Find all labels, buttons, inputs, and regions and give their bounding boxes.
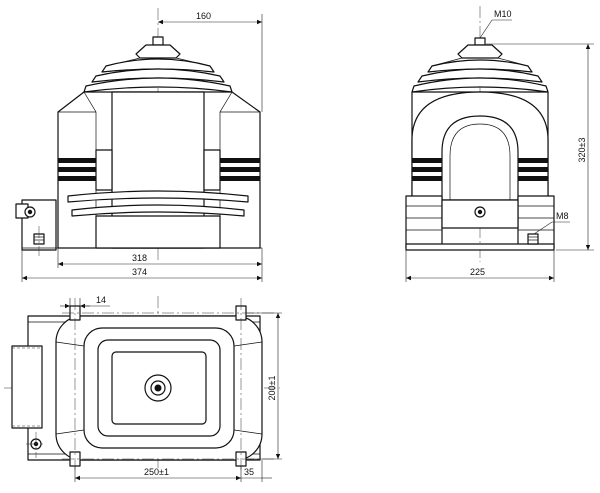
dim-374-label: 374 <box>132 267 147 277</box>
dim-320-label: 320±3 <box>577 138 587 163</box>
terminal-bolt-front <box>135 36 181 59</box>
dim-35-label: 35 <box>244 467 254 477</box>
dim-250: 250±1 <box>74 466 242 482</box>
base-front <box>15 199 262 256</box>
dim-160-label: 160 <box>196 11 211 21</box>
dim-200-label: 200±1 <box>267 376 277 401</box>
terminal-bolt-side <box>457 37 503 59</box>
arch-body-side <box>411 91 549 201</box>
dim-225: 225 <box>405 250 555 282</box>
core-bands-side <box>412 158 548 181</box>
core-bands-front <box>58 149 260 191</box>
dim-m10-label: M10 <box>494 9 512 19</box>
shed-stack-front <box>83 57 233 93</box>
mounting-slots-top <box>62 298 274 472</box>
ground-bolt-m8: M8 <box>527 211 570 245</box>
shed-stack-side <box>411 57 549 93</box>
side-view: M8 M10 320±3 225 <box>405 6 594 282</box>
dim-35: 35 <box>241 460 272 482</box>
dim-318: 318 <box>57 248 263 282</box>
dim-225-label: 225 <box>470 267 485 277</box>
dim-14: 14 <box>60 295 110 318</box>
dim-320: 320±3 <box>486 43 594 251</box>
ground-screw-top <box>26 432 46 458</box>
dim-14-label: 14 <box>96 295 106 305</box>
terminal-top <box>144 374 172 402</box>
lower-sheds-front <box>67 190 249 249</box>
top-view: 14 200±1 250±1 35 <box>4 295 282 482</box>
front-view: 160 318 374 <box>15 8 263 282</box>
dim-374: 374 <box>21 250 262 282</box>
dim-200: 200±1 <box>246 312 282 460</box>
dim-160: 160 <box>158 11 263 112</box>
lower-flanges-side <box>405 195 555 251</box>
dim-m10: M10 <box>479 9 512 39</box>
dim-318-label: 318 <box>132 253 147 263</box>
dim-250-label: 250±1 <box>144 467 169 477</box>
dim-m8-label: M8 <box>556 211 569 221</box>
